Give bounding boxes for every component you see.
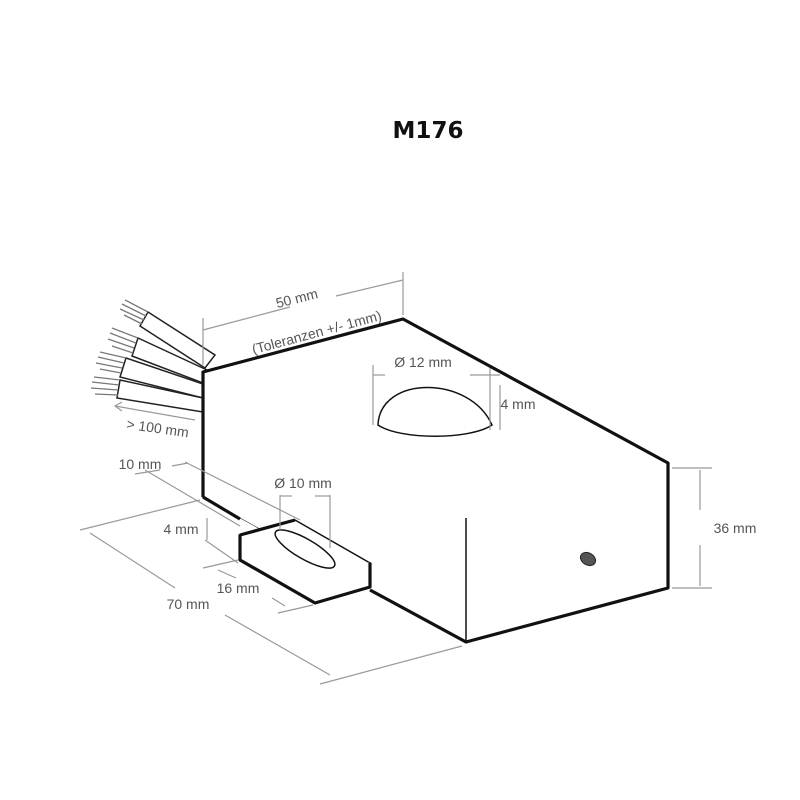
cables <box>90 299 217 413</box>
cable-length-label: > 100 mm <box>126 416 190 441</box>
mounting-tab <box>238 518 372 605</box>
dimension-lines <box>79 272 712 685</box>
slot-diameter-label: Ø 10 mm <box>274 475 332 491</box>
title: M176 <box>393 118 464 144</box>
tab-offset-label: 10 mm <box>119 456 162 472</box>
length-label: 70 mm <box>167 596 210 612</box>
height-label: 36 mm <box>714 520 757 536</box>
dome-sensor <box>377 386 493 437</box>
housing-box <box>201 317 670 644</box>
cable-1 <box>119 299 217 370</box>
tab-length-label: 16 mm <box>217 580 260 596</box>
dome-height-label: 4 mm <box>501 396 536 412</box>
mounting-slot <box>274 529 336 569</box>
width-label: 50 mm <box>274 285 319 311</box>
side-pin <box>579 551 597 567</box>
dome-diameter-label: Ø 12 mm <box>394 354 452 370</box>
tab-height-label: 4 mm <box>164 521 199 537</box>
